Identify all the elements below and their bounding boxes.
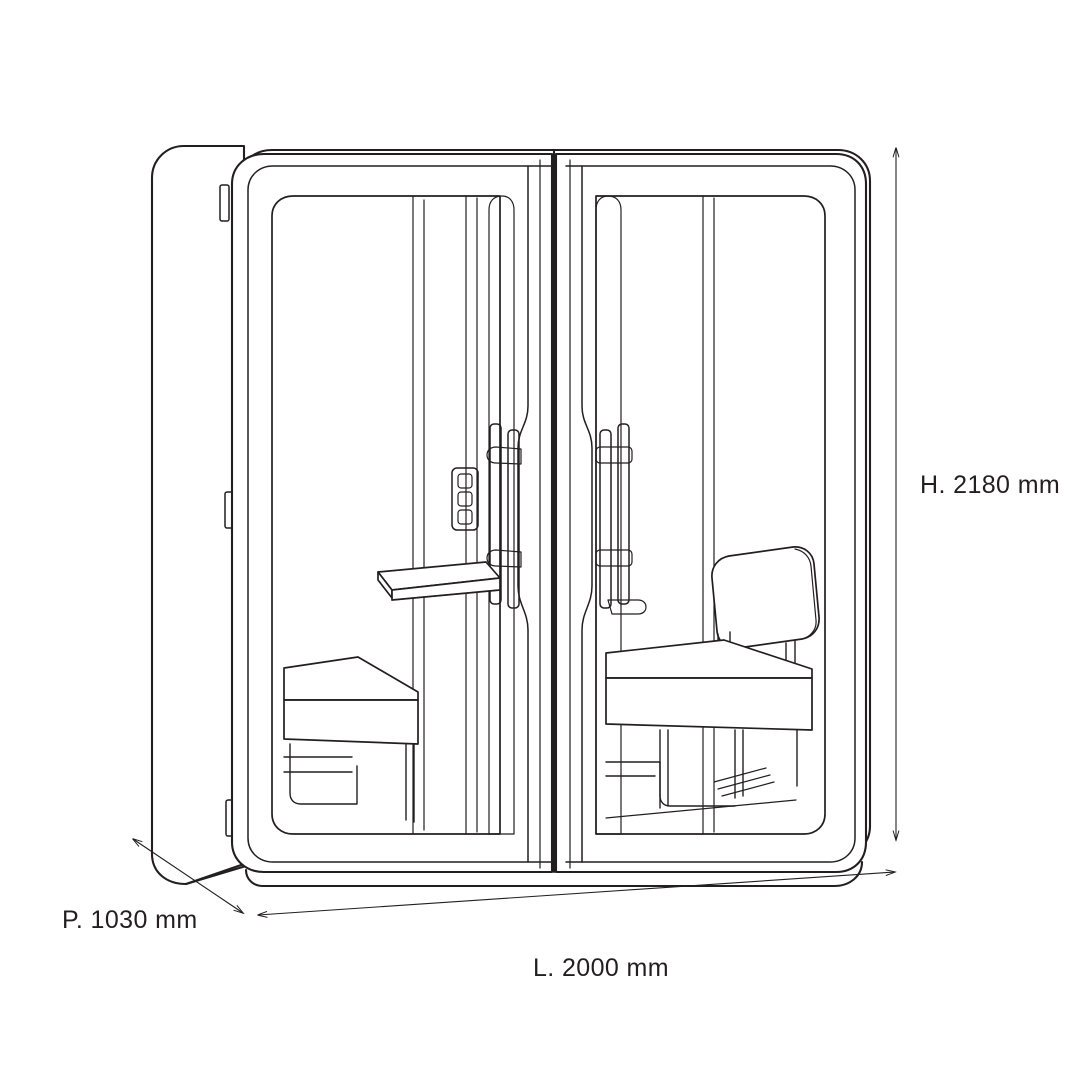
right-floor-hatch-2 [717, 774, 771, 790]
left-door-inner-frame [247, 165, 553, 863]
right-backrest-edge [794, 548, 817, 640]
right-handle-bar-outer[interactable] [599, 429, 612, 609]
left-desk-underside [391, 589, 501, 601]
left-handle-bracket-top [486, 446, 522, 465]
right-door-glass [595, 195, 826, 835]
dimension-length: L. 2000 mm [258, 872, 895, 982]
depth-dimension-line [133, 839, 243, 913]
right-door-inner-frame [565, 165, 856, 863]
control-panel-body[interactable] [451, 467, 479, 531]
left-bench [283, 656, 419, 823]
right-handle-foot [607, 599, 647, 615]
left-bench-leg-front [289, 743, 358, 805]
height-dimension-label: H. 2180 mm [920, 471, 1060, 499]
left-door-glass-bead [488, 195, 515, 835]
length-dimension-label: L. 2000 mm [533, 954, 669, 982]
right-door-stile [581, 165, 593, 863]
right-bench-seat-top [605, 639, 813, 679]
left-door[interactable] [230, 152, 554, 874]
right-door-handle[interactable] [595, 423, 647, 615]
hinge-icon-top [219, 184, 230, 222]
left-door-handle[interactable] [486, 423, 522, 609]
right-handle-bracket-top [595, 446, 633, 464]
pod-left-side-wall [150, 144, 246, 886]
control-panel-button-3[interactable] [457, 509, 473, 525]
control-panel-button-2[interactable] [457, 491, 473, 507]
right-bench [605, 546, 820, 819]
depth-dimension-label: P. 1030 mm [62, 906, 198, 934]
left-desk [377, 561, 501, 601]
left-door-stile [517, 165, 529, 863]
right-door-glass-bead [595, 195, 622, 835]
right-bench-foot-rail [605, 761, 736, 807]
right-handle-bracket-bottom [595, 549, 633, 567]
dimension-depth: P. 1030 mm [62, 839, 243, 934]
left-bench-seat-front [283, 699, 419, 745]
left-handle-bar-inner[interactable] [507, 429, 520, 609]
left-handle-bar-outer[interactable] [489, 423, 502, 605]
control-panel[interactable] [451, 467, 479, 531]
right-door[interactable] [554, 152, 868, 874]
dimension-height: H. 2180 mm [896, 148, 1060, 840]
left-handle-bracket-bottom [486, 549, 522, 568]
length-dimension-line [258, 872, 895, 915]
right-floor-hatch-3 [721, 781, 775, 797]
control-panel-button-1[interactable] [457, 473, 473, 489]
right-backrest-cushion [711, 546, 820, 649]
right-floor-hatch-1 [713, 767, 767, 783]
left-bench-seat-top [283, 656, 419, 701]
right-handle-bar-inner[interactable] [617, 423, 630, 605]
right-booth-floor-edge [605, 799, 797, 819]
right-bench-seat-front [605, 677, 813, 731]
